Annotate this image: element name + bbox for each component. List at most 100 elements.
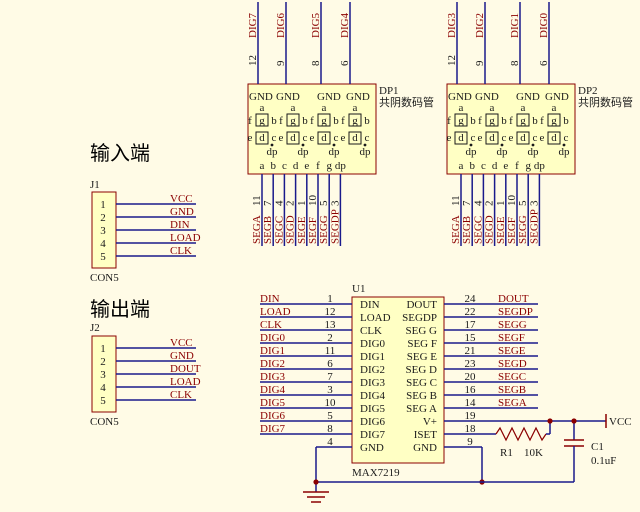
u1-left-pin-name: DIG4: [360, 390, 386, 402]
u1-right-net: SEGDP: [498, 306, 533, 318]
u1-right-pin-number: 20: [465, 371, 477, 383]
segment-frame-bottom: [286, 131, 300, 145]
segment-letter: a: [521, 102, 526, 114]
u1-right-net: SEGG: [498, 319, 527, 331]
display-bottom-pin-number: 3: [528, 200, 540, 206]
display-bottom-pin-number: 1: [495, 201, 507, 207]
display-bottom-pin-number: 7: [262, 200, 274, 206]
display-bottom-letter: d: [492, 160, 498, 172]
display-bottom-pin-number: 11: [450, 195, 462, 206]
segment-letter: e: [540, 132, 545, 144]
segment-frame-top: [485, 113, 499, 127]
connector-pin-number: 5: [100, 395, 106, 407]
connector-net-label: LOAD: [170, 232, 201, 244]
segment-letter: a: [552, 102, 557, 114]
segment-letter: d: [290, 132, 296, 144]
segment-letter: b: [501, 115, 507, 127]
display-bottom-letter: c: [481, 160, 486, 172]
segment-letter: e: [341, 132, 346, 144]
u1-left-pin-name: DIN: [360, 299, 380, 311]
segment-letter: g: [352, 115, 358, 127]
display-bottom-pin-number: 5: [318, 200, 330, 206]
u1-left-pin-number: 13: [325, 319, 337, 331]
u1-right-pin-number: 19: [465, 410, 477, 422]
segment-letter: e: [447, 132, 452, 144]
connector-net-label: LOAD: [170, 376, 201, 388]
segment-letter: g: [489, 115, 495, 127]
display-gnd-label: GND: [545, 91, 569, 103]
display-bottom-letter: g: [525, 160, 531, 172]
connector-pin-number: 1: [100, 199, 106, 211]
u1-left-pin-number: 2: [327, 332, 333, 344]
display-bottom-pin-number: 7: [461, 200, 473, 206]
display-bottom-letter: c: [282, 160, 287, 172]
segment-letter: dp: [559, 146, 571, 158]
u1-left-net: DIG4: [260, 384, 286, 396]
segment-letter: c: [334, 132, 339, 144]
segment-frame-top: [286, 113, 300, 127]
u1-right-pin-name: SEG C: [406, 377, 437, 389]
segment-letter: b: [532, 115, 538, 127]
segment-letter: d: [489, 132, 495, 144]
display-top-pin-number: 12: [247, 55, 259, 66]
u1-right-pin-name: SEG A: [406, 403, 437, 415]
display-bottom-letter: b: [270, 160, 276, 172]
display-bottom-pin-number: 10: [307, 195, 319, 207]
input-header-body: [91, 191, 117, 269]
display-gnd-label: GND: [346, 91, 370, 103]
display-bottom-letter: e: [503, 160, 508, 172]
u1-right-pin-number: 17: [465, 319, 477, 331]
segment-frame-top: [348, 113, 362, 127]
display-body: [446, 83, 576, 175]
segment-letter: f: [248, 115, 252, 127]
segment-frame-top: [547, 113, 561, 127]
display-body: [247, 83, 377, 175]
segment-letter: g: [551, 115, 557, 127]
output-header-title: 输出端: [90, 297, 150, 321]
segment-letter: dp: [360, 146, 372, 158]
u1-right-pin-number: 16: [465, 384, 477, 396]
segment-frame-bottom: [485, 131, 499, 145]
segment-letter: f: [447, 115, 451, 127]
segment-letter: g: [458, 115, 464, 127]
segment-letter: b: [271, 115, 277, 127]
display-bottom-net: SEGDP: [329, 209, 341, 244]
segment-letter: a: [459, 102, 464, 114]
u1-right-pin-number: 14: [465, 397, 477, 409]
display-bottom-letter: b: [469, 160, 475, 172]
display-bottom-pin-number: 1: [296, 201, 308, 207]
display-bottom-letter: dp: [335, 160, 347, 172]
u1-right-pin-name: GND: [413, 442, 437, 454]
segment-letter: dp: [298, 146, 310, 158]
u1-left-pin-number: 12: [325, 306, 336, 318]
u1-right-pin-number: 15: [465, 332, 477, 344]
segment-letter: c: [303, 132, 308, 144]
segment-letter: e: [279, 132, 284, 144]
u1-left-pin-number: 7: [327, 371, 333, 383]
display-bottom-net: SEGDP: [528, 209, 540, 244]
junction-dot: [313, 479, 319, 485]
u1-right-pin-name: SEG D: [406, 364, 438, 376]
u1-left-pin-name: DIG0: [360, 338, 386, 350]
display-top-pin-number: 6: [339, 60, 351, 66]
connector-net-label: DOUT: [170, 363, 201, 375]
r1-value: 10K: [524, 447, 543, 459]
junction-dot: [547, 418, 553, 424]
u1-right-net: DOUT: [498, 293, 529, 305]
iset-network: VCC R1 10K C1 0.1uF: [303, 414, 632, 503]
segment-frame-top: [255, 113, 269, 127]
display-bottom-net: SEGD: [285, 215, 297, 244]
display-top-net: DIG4: [339, 12, 351, 38]
display-bottom-pin-number: 3: [329, 200, 341, 206]
display-description: 共阴数码管: [578, 95, 633, 109]
segment-letter: a: [322, 102, 327, 114]
decimal-point-dot: [332, 143, 336, 147]
display-top-pin-number: 9: [275, 60, 287, 66]
